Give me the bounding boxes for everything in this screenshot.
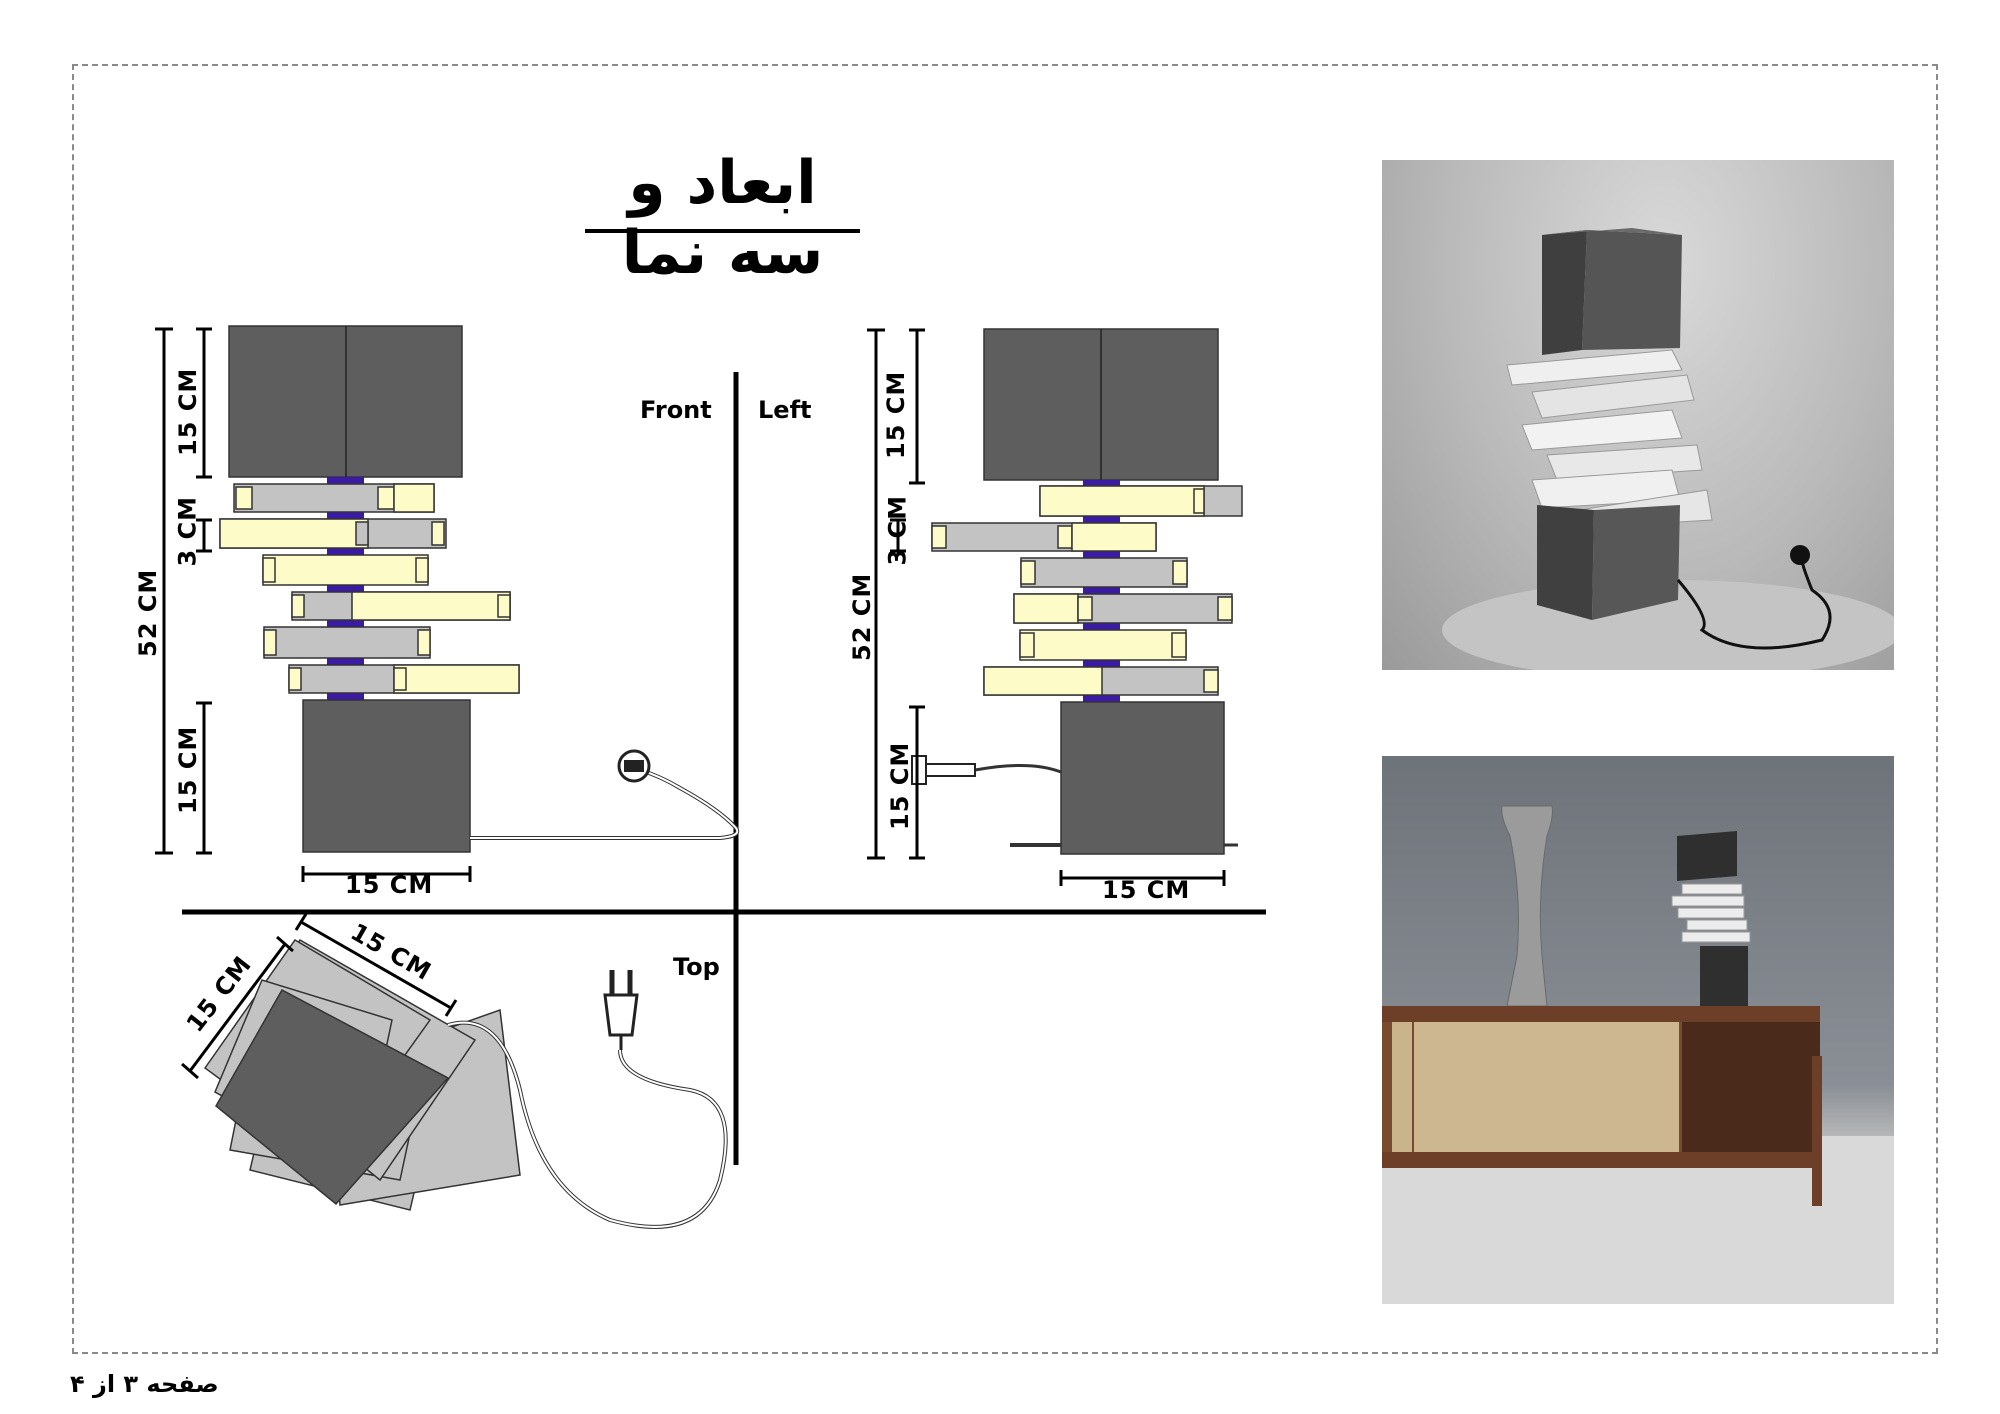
title-underline [585,229,860,233]
page-border [72,64,1938,1354]
page-footer: صفحه ۳ از ۴ [70,1370,219,1398]
left-book-height-label: 3 CM [883,494,912,566]
left-base-height-label: 15 CM [886,741,914,830]
left-view-label: Left [758,396,812,424]
front-base-cube [302,699,471,853]
front-view-label: Front [640,396,712,424]
front-base-height-label: 15 CM [174,725,202,814]
left-view [867,328,1243,886]
top-view-label: Top [673,953,720,981]
front-total-height-label: 52 CM [134,568,162,657]
left-base-cube [1060,701,1225,855]
left-width-label: 15 CM [1102,876,1191,904]
front-book-height-label: 3 CM [173,495,202,567]
front-view [155,325,740,882]
lamp-render-photo [1382,160,1894,670]
front-width-label: 15 CM [345,871,434,899]
left-total-height-label: 52 CM [848,572,876,661]
top-view [181,913,728,1229]
top-shade-square [215,988,450,1206]
left-shade-height-label: 15 CM [882,370,910,459]
lamp-interior-photo [1382,756,1894,1304]
front-shade-height-label: 15 CM [174,367,202,456]
